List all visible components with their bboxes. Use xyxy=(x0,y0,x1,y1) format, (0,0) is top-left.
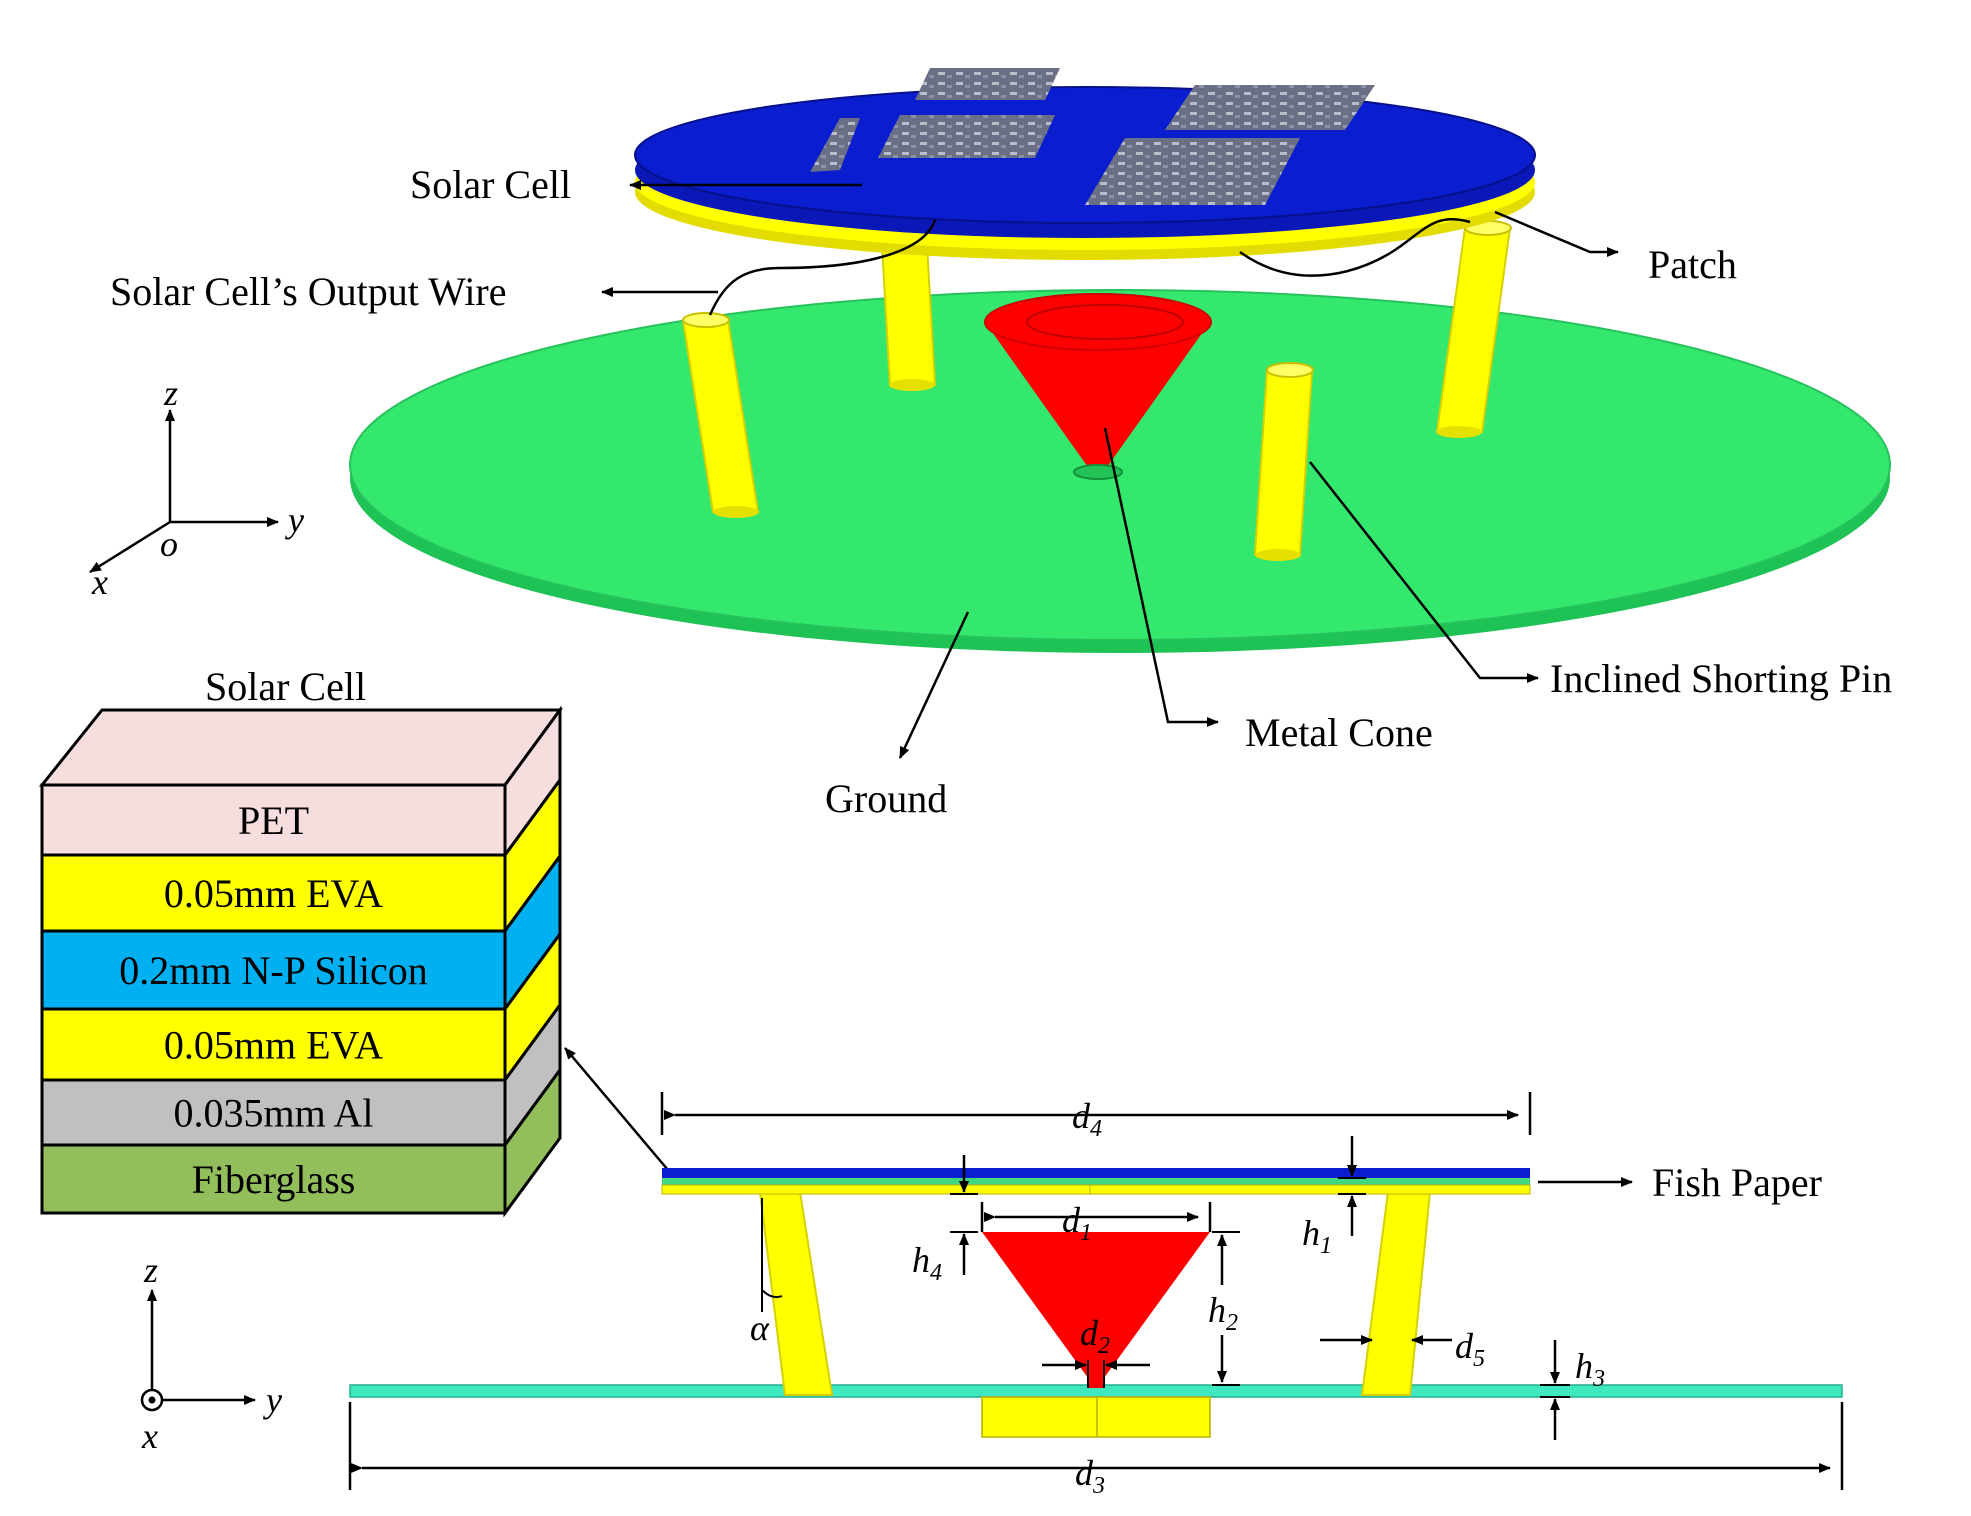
dim-d4: d4 xyxy=(1072,1096,1102,1142)
stack-layer: Fiberglass xyxy=(40,1143,507,1215)
stack-layer: 0.2mm N-P Silicon xyxy=(40,929,507,1011)
side-axis-z-label: z xyxy=(143,1250,158,1290)
label-fish-paper: Fish Paper xyxy=(1652,1160,1822,1205)
side-axis-y-label: y xyxy=(263,1380,282,1420)
dim-d5: d5 xyxy=(1455,1326,1485,1372)
dim-d3: d3 xyxy=(1075,1453,1105,1499)
stack-title: Solar Cell xyxy=(205,664,366,709)
stack-layer-label: 0.05mm EVA xyxy=(164,871,383,916)
axis-y-label: y xyxy=(285,500,304,540)
stack-layer-label: PET xyxy=(238,798,309,843)
metal-cone xyxy=(984,293,1212,480)
stack-layer: 0.035mm Al xyxy=(40,1078,507,1147)
layer-stack: Solar Cell PET 0.05mm EVA 0.2mm N-P Silico… xyxy=(38,664,563,1218)
dim-h1: h1 xyxy=(1302,1213,1332,1259)
stack-layer-label: 0.035mm Al xyxy=(173,1091,373,1136)
dim-h2: h2 xyxy=(1208,1290,1238,1336)
side-view: d4 d3 d1 d2 d5 h1 h4 xyxy=(140,1092,1844,1499)
leader-ground xyxy=(898,611,970,759)
stack-top-face xyxy=(38,708,563,787)
side-inclined-pin xyxy=(758,1191,834,1396)
axis-origin-label: o xyxy=(160,524,178,564)
shorting-pin xyxy=(880,244,937,391)
patch-disc xyxy=(634,68,1536,260)
side-cone-feed xyxy=(1088,1378,1104,1388)
dim-h4: h4 xyxy=(912,1240,942,1286)
stack-layer: 0.05mm EVA xyxy=(40,853,507,933)
axis-z-label: z xyxy=(163,373,178,413)
output-wire xyxy=(708,219,937,316)
label-metal-cone: Metal Cone xyxy=(1245,710,1433,755)
axes-side: z y x xyxy=(140,1250,282,1456)
stack-layer-label: 0.05mm EVA xyxy=(164,1023,383,1068)
leader-stack-to-patch xyxy=(564,1047,669,1171)
stack-layer-label: Fiberglass xyxy=(192,1157,356,1202)
feed-connector xyxy=(981,1396,1211,1438)
leader-inclined-pin xyxy=(1309,461,1539,683)
side-inclined-pin xyxy=(1360,1191,1432,1396)
angle-alpha: α xyxy=(750,1308,770,1348)
side-patch xyxy=(662,1168,1530,1178)
stack-layer: PET xyxy=(40,783,507,857)
dim-d1: d1 xyxy=(1062,1200,1092,1246)
shorting-pin xyxy=(1253,362,1314,561)
side-metal-cone xyxy=(982,1232,1210,1378)
label-inclined-pin: Inclined Shorting Pin xyxy=(1550,656,1892,701)
leader-metal-cone xyxy=(1103,427,1219,727)
label-solar-cell: Solar Cell xyxy=(410,162,571,207)
dim-d2: d2 xyxy=(1080,1313,1110,1359)
leader-patch xyxy=(1494,210,1619,257)
shorting-pin xyxy=(681,312,760,518)
side-fish-paper xyxy=(662,1178,1530,1185)
side-substrate xyxy=(661,1184,1531,1195)
label-ground: Ground xyxy=(825,776,947,821)
dim-h3: h3 xyxy=(1575,1346,1605,1392)
stack-layer-label: 0.2mm N-P Silicon xyxy=(119,948,428,993)
output-wire xyxy=(1239,217,1471,277)
stack-layer: 0.05mm EVA xyxy=(40,1007,507,1082)
axis-x-label: x xyxy=(91,562,108,602)
side-axis-x-label: x xyxy=(141,1416,158,1456)
shorting-pin xyxy=(1435,220,1512,438)
axes-3d: z y x o xyxy=(89,373,304,602)
top-3d-view: Solar Cell Solar Cell’s Output Wire Patc… xyxy=(89,68,1892,821)
label-output-wire: Solar Cell’s Output Wire xyxy=(110,269,507,314)
label-patch: Patch xyxy=(1648,242,1737,287)
